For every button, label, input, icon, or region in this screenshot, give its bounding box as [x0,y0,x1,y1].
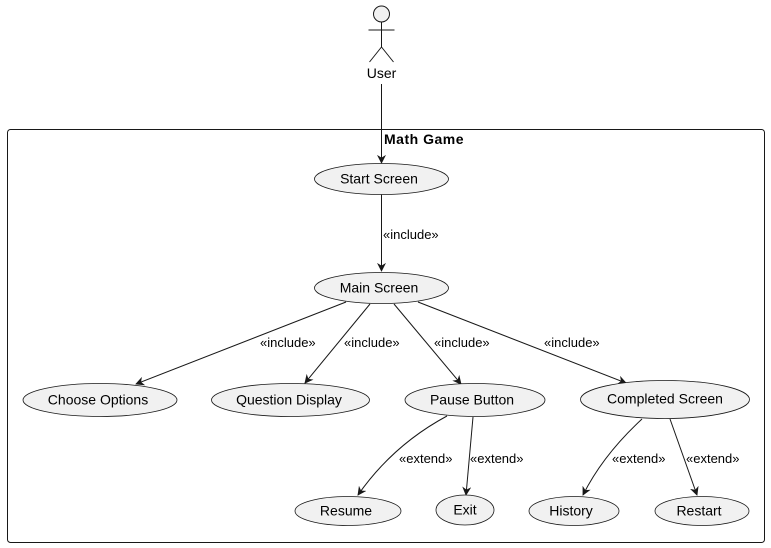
system-title: Math Game [384,131,464,147]
label-start-main: «include» [383,227,439,242]
usecase-label: Choose Options [48,392,148,408]
label-main-question: «include» [344,335,400,350]
system-boundary-rect [7,129,765,543]
usecase-resume[interactable]: Resume [294,496,402,526]
label-main-choose: «include» [260,335,316,350]
usecase-label: Exit [453,502,476,518]
usecase-label: Main Screen [340,280,419,296]
usecase-main-screen[interactable]: Main Screen [314,272,449,304]
usecase-pause-button[interactable]: Pause Button [404,383,546,417]
label-completed-restart: «extend» [686,451,740,466]
usecase-choose-options[interactable]: Choose Options [22,383,178,417]
system-boundary: Math Game [7,129,765,543]
edge-pause-exit [462,416,474,496]
usecase-label: Pause Button [430,392,514,408]
usecase-start-screen[interactable]: Start Screen [314,163,449,195]
edge-main-question [304,303,371,384]
edge-main-completed [417,301,627,385]
usecase-history[interactable]: History [528,496,620,526]
edges [135,84,699,496]
label-completed-history: «extend» [612,451,666,466]
usecase-completed-screen[interactable]: Completed Screen [580,380,750,419]
usecase-label: Resume [320,503,372,519]
label-main-pause: «include» [434,335,490,350]
actor-label: User [367,65,397,81]
use-cases: Start Screen Main Screen Choose Options … [22,163,750,526]
usecase-label: Question Display [236,392,342,408]
label-pause-resume: «extend» [399,451,453,466]
usecase-label: Completed Screen [607,391,723,407]
label-pause-exit: «extend» [470,451,524,466]
edge-main-pause [393,303,462,385]
stick-figure-icon [368,5,395,63]
edge-main-choose [135,301,347,386]
edge-pause-resume [357,415,448,496]
label-main-completed: «include» [544,335,600,350]
usecase-restart[interactable]: Restart [654,496,750,526]
usecase-label: History [549,503,593,519]
usecase-label: Start Screen [340,171,418,187]
edge-completed-restart [669,418,699,496]
edge-labels: «include» «include» «include» «include» … [260,227,740,466]
actor-user[interactable]: User [367,5,397,81]
usecase-exit[interactable]: Exit [435,494,495,526]
usecase-label: Restart [676,503,721,519]
usecase-question-display[interactable]: Question Display [211,383,370,417]
edge-completed-history [582,418,643,496]
